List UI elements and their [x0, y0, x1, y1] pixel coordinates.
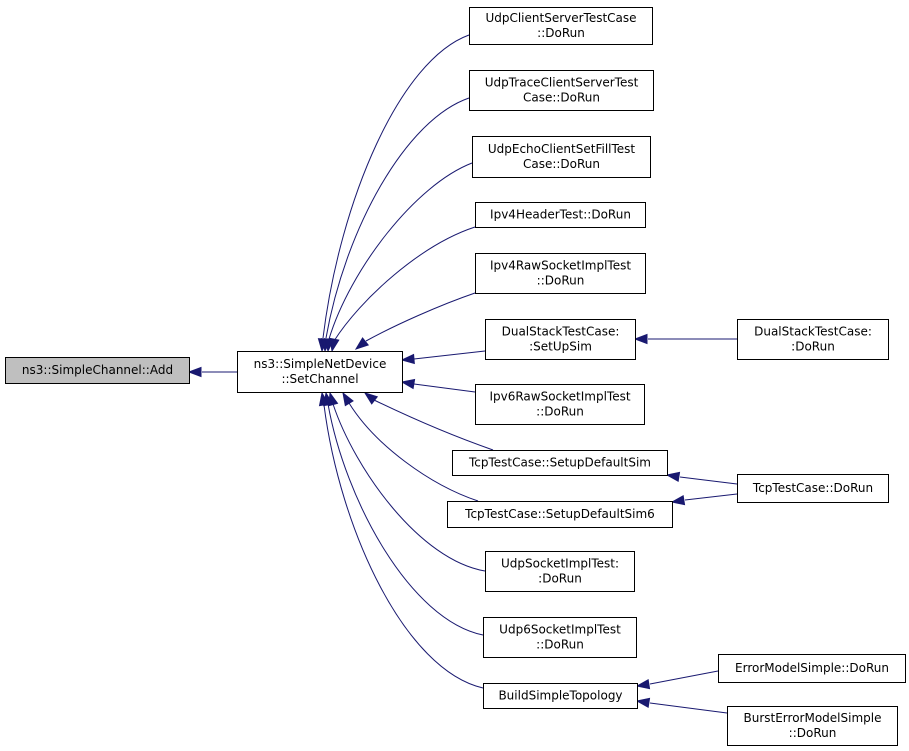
edge-setchannel-to-add [187, 366, 237, 378]
node-label: Ipv4HeaderTest::DoRun [490, 208, 631, 222]
node-udpcs[interactable]: UdpClientServerTestCase::DoRun [469, 7, 653, 45]
node-label: UdpSocketImplTest: [501, 557, 619, 571]
node-label: ::DoRun [536, 638, 584, 652]
node-label: ::DoRun [537, 26, 585, 40]
nodes: ns3::SimpleChannel::Add ns3::SimpleNetDev… [5, 7, 906, 746]
node-label: Ipv6RawSocketImplTest [489, 390, 630, 404]
edge-ipv6raw-to-setchannel [400, 378, 476, 393]
edge-udptrace-to-setchannel [320, 97, 470, 353]
node-label: :DoRun [791, 340, 835, 354]
node-label: ::DoRun [536, 405, 584, 419]
node-label: TcpTestCase::DoRun [752, 481, 873, 495]
edge-ipv4hdr-to-setchannel [329, 226, 476, 353]
edge-dualsetup-to-setchannel [400, 350, 486, 365]
node-ipv4hdr[interactable]: Ipv4HeaderTest::DoRun [475, 202, 646, 228]
edge-tcprun-to-tcpsim6 [670, 493, 738, 506]
node-udpsock[interactable]: UdpSocketImplTest::DoRun [485, 551, 635, 592]
node-label: UdpEchoClientSetFillTest [488, 142, 636, 156]
node-tcpsim6[interactable]: TcpTestCase::SetupDefaultSim6 [447, 501, 673, 528]
node-label: Ipv4RawSocketImplTest [490, 259, 631, 273]
node-label: DualStackTestCase: [754, 325, 872, 339]
node-label: DualStackTestCase: [502, 325, 620, 339]
node-label: Udp6SocketImplTest [499, 623, 621, 637]
node-label: BuildSimpleTopology [498, 689, 622, 703]
node-label: :DoRun [538, 572, 582, 586]
edge-tcpsim-to-setchannel [363, 392, 494, 451]
edge-buildtopo-to-setchannel [318, 391, 484, 689]
node-tcpsim[interactable]: TcpTestCase::SetupDefaultSim [452, 450, 668, 476]
edge-tcprun-to-tcpsim [665, 471, 738, 485]
node-ipv4raw[interactable]: Ipv4RawSocketImplTest::DoRun [475, 253, 646, 294]
node-label: ::SetChannel [281, 372, 358, 386]
node-label: UdpTraceClientServerTest [485, 76, 639, 90]
node-dualrun[interactable]: DualStackTestCase::DoRun [737, 319, 889, 360]
edge-udpsock-to-setchannel [328, 391, 486, 572]
node-label: BurstErrorModelSimple [744, 711, 882, 725]
node-label: UdpClientServerTestCase [485, 11, 636, 25]
edge-bursterr-to-buildtopo [635, 697, 728, 714]
node-label: ::DoRun [537, 274, 585, 288]
node-ipv6raw[interactable]: Ipv6RawSocketImplTest::DoRun [475, 384, 645, 425]
node-label: ::DoRun [789, 726, 837, 740]
node-label: Case::DoRun [523, 157, 600, 171]
node-label: TcpTestCase::SetupDefaultSim6 [464, 507, 655, 521]
edge-dualrun-to-dualsetup [633, 333, 737, 345]
node-label: TcpTestCase::SetupDefaultSim [468, 456, 651, 470]
node-bursterr[interactable]: BurstErrorModelSimple::DoRun [727, 706, 898, 746]
edge-tcpsim6-to-setchannel [342, 391, 479, 502]
node-udp6sock[interactable]: Udp6SocketImplTest::DoRun [483, 617, 637, 658]
node-tcprun[interactable]: TcpTestCase::DoRun [737, 474, 889, 503]
node-setchannel[interactable]: ns3::SimpleNetDevice::SetChannel [237, 351, 403, 393]
node-errmodel[interactable]: ErrorModelSimple::DoRun [718, 654, 906, 683]
edges [187, 34, 738, 714]
node-label: ErrorModelSimple::DoRun [735, 661, 889, 675]
edge-errmodel-to-buildtopo [635, 670, 719, 690]
node-label: :SetUpSim [529, 340, 592, 354]
node-label: ns3::SimpleChannel::Add [22, 363, 173, 377]
node-buildtopo[interactable]: BuildSimpleTopology [483, 683, 638, 709]
node-add: ns3::SimpleChannel::Add [5, 357, 190, 384]
node-label: ns3::SimpleNetDevice [254, 357, 387, 371]
node-label: Case::DoRun [523, 91, 600, 105]
node-dualsetup[interactable]: DualStackTestCase::SetUpSim [485, 319, 636, 360]
edge-ipv4raw-to-setchannel [354, 292, 476, 350]
